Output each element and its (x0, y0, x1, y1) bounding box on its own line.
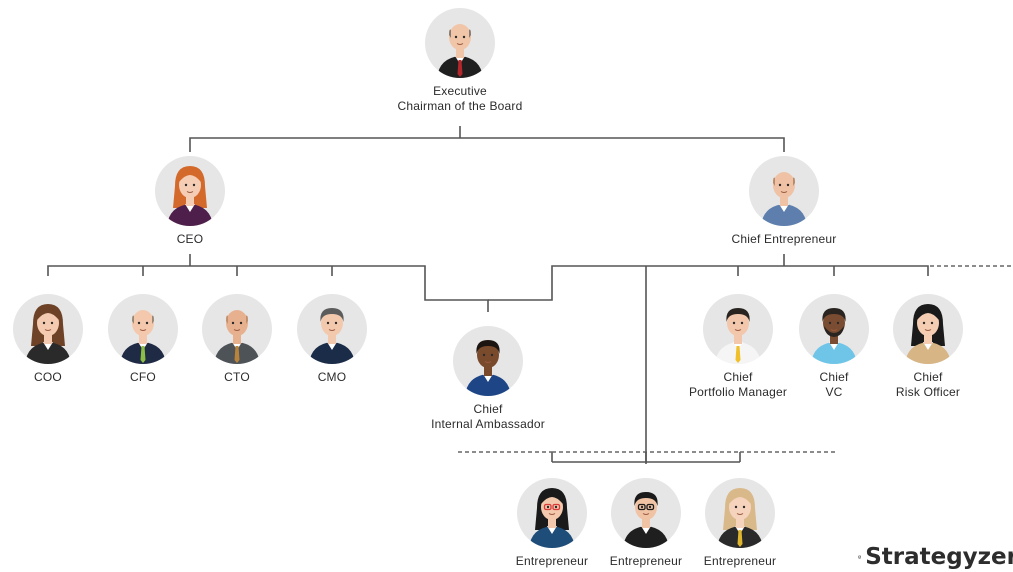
org-node-chairman: Executive Chairman of the Board (380, 8, 540, 114)
node-label: Entrepreneur (660, 554, 820, 569)
strategyzer-logo-icon (858, 545, 861, 569)
org-node-entrepreneur-3: Entrepreneur (660, 478, 820, 569)
node-label: Chief Risk Officer (848, 370, 1008, 400)
ceo-avatar-icon (155, 156, 225, 226)
node-label: CMO (252, 370, 412, 385)
entrepreneur-3-avatar-icon (705, 478, 775, 548)
chief-internal-ambassador-avatar-icon (453, 326, 523, 396)
avatar (297, 294, 367, 364)
chief-risk-officer-avatar-icon (893, 294, 963, 364)
avatar (705, 478, 775, 548)
avatar (425, 8, 495, 78)
node-label: CEO (110, 232, 270, 247)
org-node-chief-risk-officer: Chief Risk Officer (848, 294, 1008, 400)
connector-top-bar (190, 138, 784, 152)
org-node-ceo: CEO (110, 156, 270, 247)
avatar (453, 326, 523, 396)
node-label: Chief Entrepreneur (704, 232, 864, 247)
strategyzer-logo: Strategyzer (858, 542, 1013, 572)
avatar (893, 294, 963, 364)
chief-entrepreneur-avatar-icon (749, 156, 819, 226)
node-label: Executive Chairman of the Board (380, 84, 540, 114)
cmo-avatar-icon (297, 294, 367, 364)
avatar (749, 156, 819, 226)
node-label: Chief Internal Ambassador (408, 402, 568, 432)
avatar (155, 156, 225, 226)
chairman-avatar-icon (425, 8, 495, 78)
org-node-chief-entrepreneur: Chief Entrepreneur (704, 156, 864, 247)
strategyzer-logo-text: Strategyzer (865, 544, 1013, 570)
org-node-cmo: CMO (252, 294, 412, 385)
org-node-chief-internal-ambassador: Chief Internal Ambassador (408, 326, 568, 432)
